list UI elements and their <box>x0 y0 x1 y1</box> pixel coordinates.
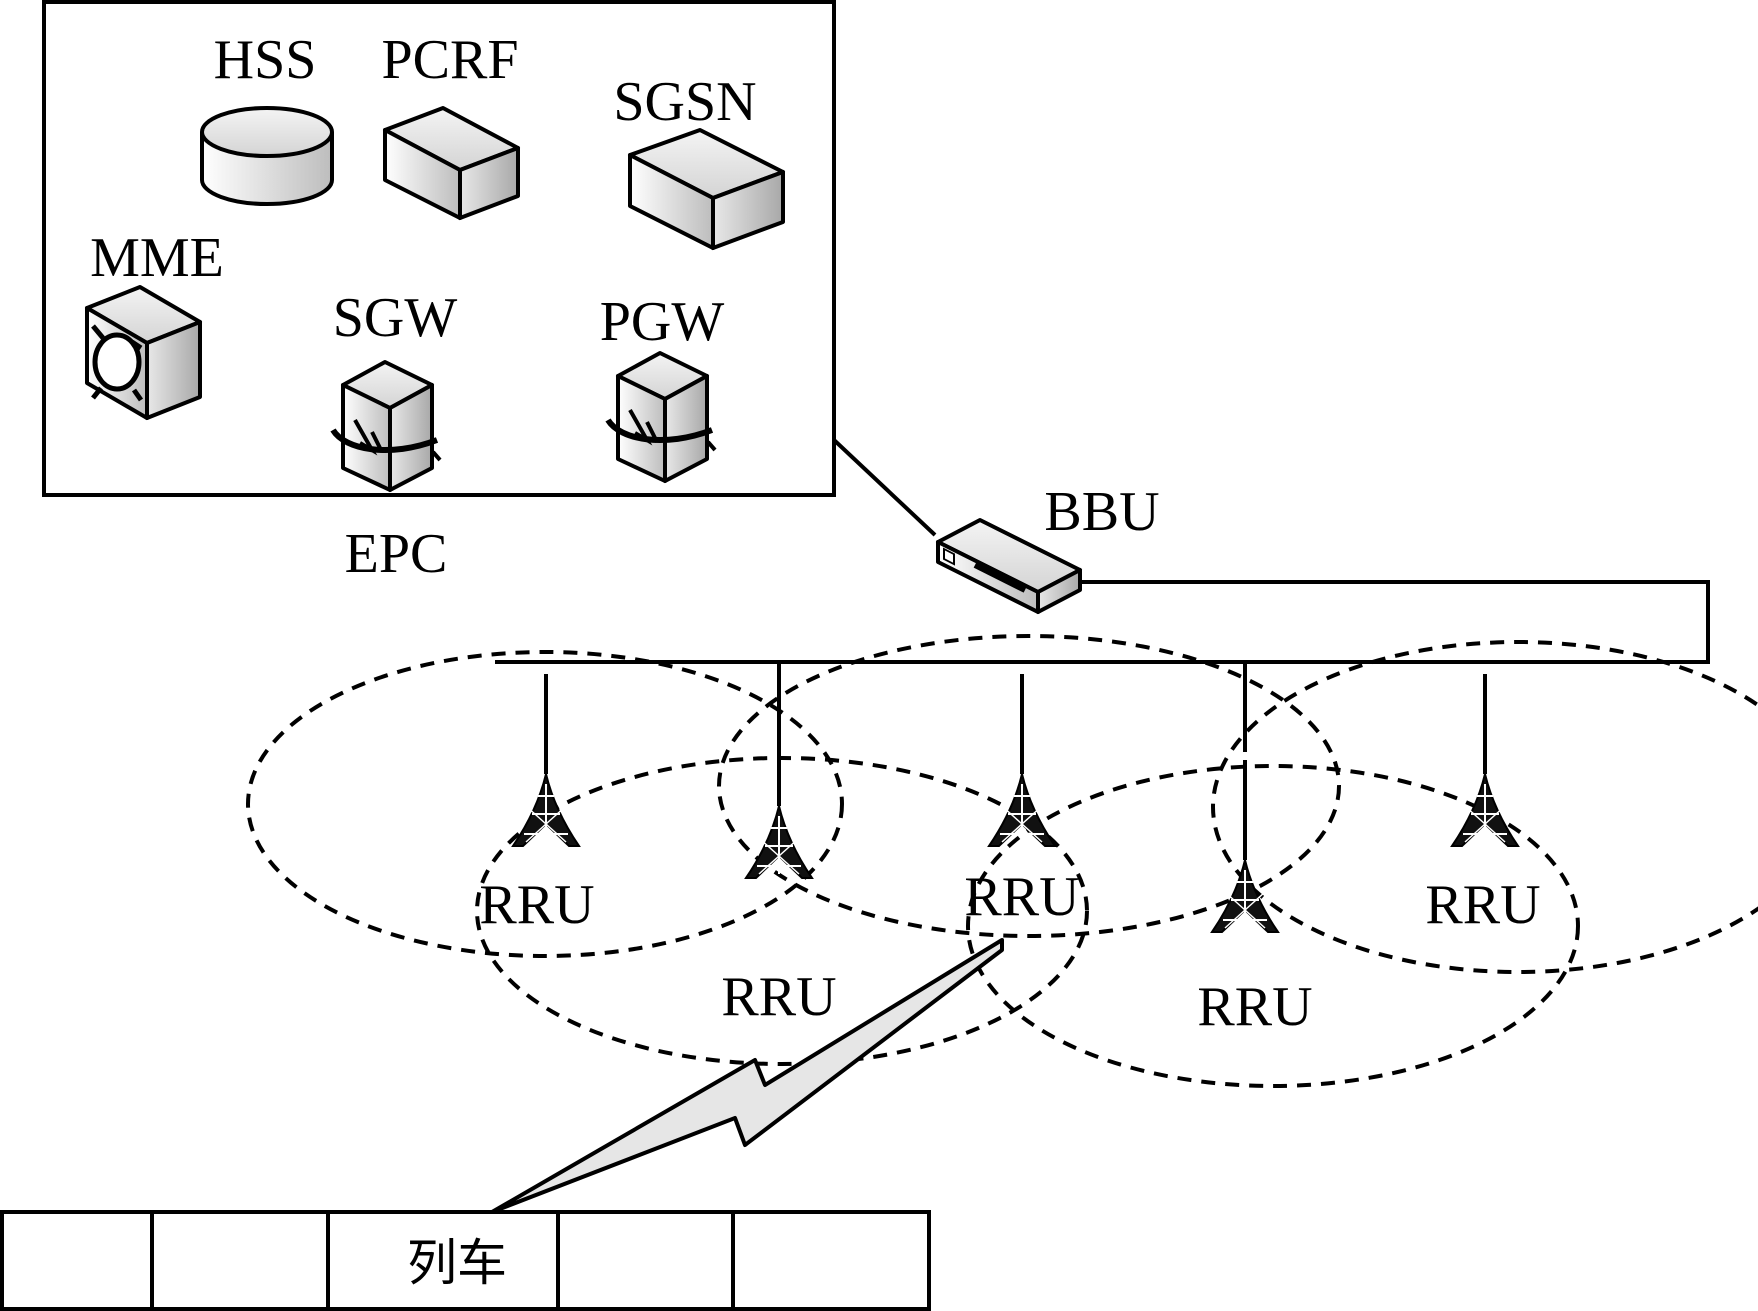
epc-bbu-link <box>832 438 937 537</box>
sgsn-server-icon <box>628 128 785 250</box>
rru-tower-icon <box>744 704 814 880</box>
hss-label: HSS <box>214 29 317 91</box>
rru-label: RRU <box>479 874 594 936</box>
bbu-device-icon <box>936 518 1082 614</box>
pcrf-label: PCRF <box>382 29 519 91</box>
rru-tower-icon <box>1210 758 1280 934</box>
pgw-gateway-icon <box>605 351 717 483</box>
mme-device-icon <box>85 285 202 420</box>
hss-database-icon <box>200 106 334 206</box>
fronthaul-bus <box>495 580 1710 664</box>
epc-label: EPC <box>345 523 448 585</box>
rru-label: RRU <box>721 966 836 1028</box>
rru-label: RRU <box>1197 976 1312 1038</box>
rru-label: RRU <box>964 866 1079 928</box>
coverage-cell-5 <box>1211 640 1758 974</box>
rru-tower-icon <box>987 672 1057 848</box>
sgsn-label: SGSN <box>613 71 756 133</box>
wireless-link-icon <box>490 938 1004 1214</box>
train <box>0 1210 931 1311</box>
coverage-cell-3 <box>717 634 1341 938</box>
mme-label: MME <box>90 227 224 289</box>
coverage-cell-1 <box>246 650 844 958</box>
pcrf-server-icon <box>383 106 520 220</box>
rru-tower-icon <box>511 672 581 848</box>
coverage-cell-4 <box>966 764 1580 1088</box>
sgw-gateway-icon <box>330 360 442 492</box>
train-body <box>0 1210 931 1311</box>
pgw-label: PGW <box>600 291 725 353</box>
sgw-label: SGW <box>333 287 458 349</box>
train-label: 列车 <box>407 1234 507 1292</box>
rru-tower-icon <box>1450 672 1520 848</box>
coverage-cell-2 <box>475 756 1089 1066</box>
bbu-label: BBU <box>1044 481 1159 543</box>
rru-label: RRU <box>1425 874 1540 936</box>
